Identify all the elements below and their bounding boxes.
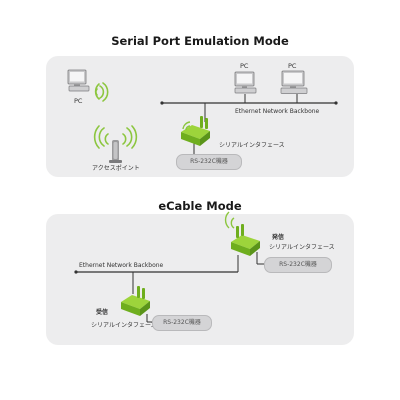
access-point-label: アクセスポイント <box>92 165 140 172</box>
sender-rs232c-pill: RS-232C機器 <box>264 257 332 273</box>
pc-label: PC <box>74 97 83 105</box>
receiver-role-label: 受信 <box>96 309 109 316</box>
receiver-rs232c-pill: RS-232C機器 <box>152 315 212 331</box>
sender-role-label: 発信 <box>272 234 285 241</box>
backbone-label: Ethernet Network Backbone <box>79 262 164 269</box>
wifi-icon <box>94 82 109 102</box>
sender-interface-label: シリアルインタフェース <box>269 244 335 251</box>
computer-icon <box>280 70 308 94</box>
ecable-mode-title: eCable Mode <box>158 199 242 213</box>
serial-device-icon <box>224 211 260 256</box>
access-point-icon <box>109 140 122 163</box>
wifi-icon <box>93 125 138 149</box>
rs232c-device-pill: RS-232C機器 <box>176 154 242 170</box>
serial-device-icon <box>121 286 150 316</box>
computer-icon <box>234 71 257 94</box>
serial-mode-title: Serial Port Emulation Mode <box>111 34 289 48</box>
backbone-label: Ethernet Network Backbone <box>235 108 320 115</box>
pc-label: PC <box>240 62 249 70</box>
computer-icon <box>67 69 90 92</box>
receiver-interface-label: シリアルインタフェース <box>91 322 157 329</box>
pc-label: PC <box>288 62 297 70</box>
serial-device-icon <box>181 116 210 146</box>
device-interface-label: シリアルインタフェース <box>219 142 285 149</box>
